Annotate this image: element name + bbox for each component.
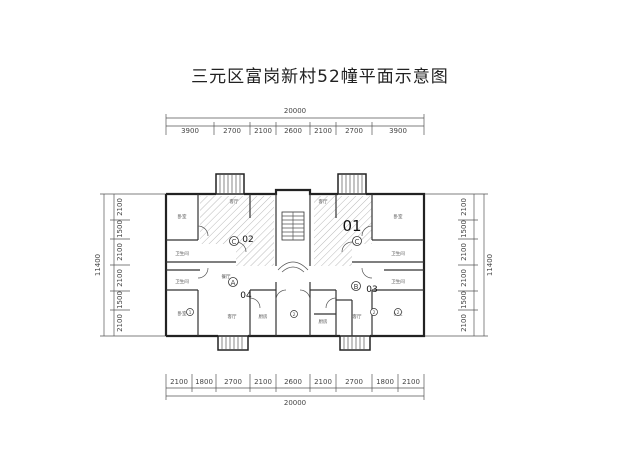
left-seg-1: 2100: [116, 198, 124, 216]
axis-marker-c-left: C: [232, 238, 237, 246]
axis-marker-n1: 1: [189, 310, 192, 316]
right-seg-2: 1500: [460, 220, 468, 238]
room-label-bath-2: 卫生间: [175, 278, 189, 285]
room-label-living-1: 客厅: [230, 198, 239, 205]
left-seg-2: 1500: [116, 220, 124, 238]
unit-label-03: 03: [366, 285, 377, 295]
bottom-total-label: 20000: [284, 399, 306, 407]
room-label-kitchen-2: 厨房: [319, 318, 328, 325]
bottom-dimension: 2100 1800 2700 2100 2600 2100 2700 1800 …: [165, 374, 425, 407]
room-label-kitchen-1: 厨房: [259, 313, 268, 320]
axis-markers: C A C B 1 2 2 2: [186, 236, 402, 318]
interior-walls: [166, 194, 424, 336]
left-seg-6: 2100: [116, 314, 124, 332]
top-seg-2: 2700: [223, 127, 241, 135]
right-seg-4: 2100: [460, 269, 468, 287]
page-title: 三元区富岗新村52幢平面示意图: [191, 67, 449, 87]
room-label-bath-1: 卫生间: [175, 250, 189, 257]
axis-marker-b-right: B: [354, 283, 359, 291]
right-total-label: 11400: [486, 254, 494, 276]
right-seg-5: 1500: [460, 291, 468, 309]
top-seg-3: 2100: [254, 127, 272, 135]
top-seg-7: 3900: [389, 127, 407, 135]
unit-label-04: 04: [240, 291, 252, 301]
axis-marker-a-left: A: [231, 279, 236, 287]
bottom-seg-3: 2700: [224, 378, 242, 386]
building-outline: [164, 188, 426, 338]
room-label-living-3: 客厅: [319, 198, 328, 205]
bottom-balconies: [217, 335, 371, 351]
bottom-seg-9: 2100: [402, 378, 420, 386]
unit-label-02: 02: [242, 235, 253, 245]
axis-marker-n3: 2: [373, 310, 376, 316]
bottom-seg-4: 2100: [254, 378, 272, 386]
room-label-bedroom-1: 卧室: [178, 213, 187, 220]
staircase: [277, 211, 309, 273]
left-dimension: 2100 1500 2100 2100 1500 2100 11400: [94, 193, 166, 337]
top-seg-4: 2600: [284, 127, 302, 135]
left-seg-3: 2100: [116, 243, 124, 261]
right-dimension: 2100 1500 2100 2100 1500 2100 11400: [424, 193, 494, 337]
unit-numbers: 01 02 03 04: [240, 217, 377, 301]
left-total-label: 11400: [94, 254, 102, 276]
top-dimension: 20000 3900 2700 2100 2600 2100 2700 3900: [165, 107, 425, 135]
room-label-living-2: 客厅: [228, 313, 237, 320]
right-seg-3: 2100: [460, 243, 468, 261]
right-seg-6: 2100: [460, 314, 468, 332]
right-seg-1: 2100: [460, 198, 468, 216]
top-seg-6: 2700: [345, 127, 363, 135]
bottom-seg-1: 2100: [170, 378, 188, 386]
hatch-zones: [200, 196, 372, 266]
bottom-seg-5: 2600: [284, 378, 302, 386]
axis-marker-c-right: C: [355, 238, 360, 246]
axis-marker-n4: 2: [397, 310, 400, 316]
top-balconies: [215, 173, 367, 195]
room-label-bath-3: 卫生间: [391, 250, 405, 257]
room-label-bath-4: 卫生间: [391, 278, 405, 285]
door-swings: [197, 225, 373, 309]
room-label-bedroom-2: 卧室: [178, 310, 187, 317]
room-label-hall-1: 餐厅: [222, 273, 231, 280]
room-label-living-4: 客厅: [353, 313, 362, 320]
top-seg-1: 3900: [181, 127, 199, 135]
unit-label-01: 01: [342, 217, 361, 235]
top-seg-5: 2100: [314, 127, 332, 135]
bottom-seg-7: 2700: [345, 378, 363, 386]
bottom-seg-8: 1800: [376, 378, 394, 386]
top-total-label: 20000: [284, 107, 306, 115]
left-seg-5: 1500: [116, 291, 124, 309]
left-seg-4: 2100: [116, 269, 124, 287]
bottom-seg-2: 1800: [195, 378, 213, 386]
axis-marker-n2: 2: [293, 312, 296, 318]
room-label-bedroom-3: 卧室: [394, 213, 403, 220]
bottom-seg-6: 2100: [314, 378, 332, 386]
